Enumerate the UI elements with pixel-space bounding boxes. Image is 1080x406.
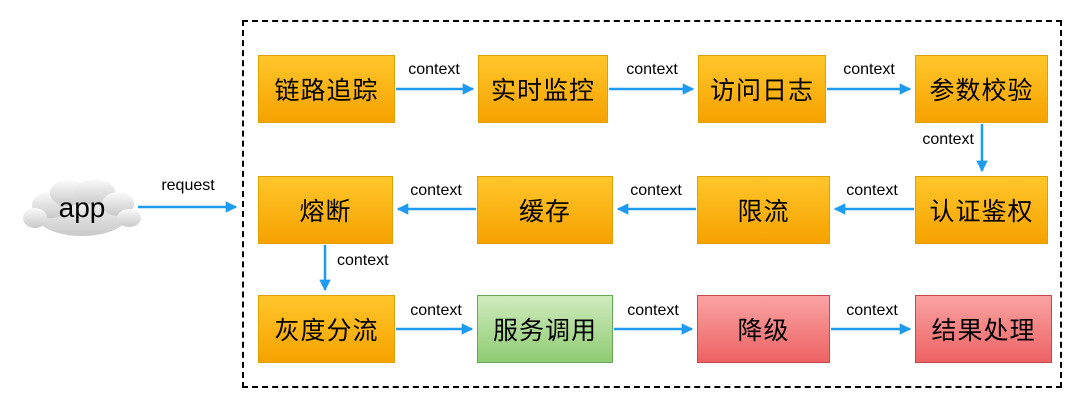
node-gray-release: 灰度分流 xyxy=(258,295,395,363)
node-rate-limit: 限流 xyxy=(697,176,830,244)
node-auth: 认证鉴权 xyxy=(915,176,1048,244)
edge-label-context-9: context xyxy=(410,302,462,319)
app-label: app xyxy=(58,192,106,223)
edge-label-context-10: context xyxy=(627,302,679,319)
edge-label-context-5: context xyxy=(846,182,898,199)
edge-label-context-2: context xyxy=(626,61,678,78)
node-service-call: 服务调用 xyxy=(477,295,613,363)
edge-label-request: request xyxy=(161,177,215,194)
edge-label-context-1: context xyxy=(408,61,460,78)
node-monitor: 实时监控 xyxy=(478,55,608,123)
edge-label-context-7: context xyxy=(410,182,462,199)
edge-label-context-11: context xyxy=(846,302,898,319)
node-circuit-break: 熔断 xyxy=(258,176,393,244)
node-param-check: 参数校验 xyxy=(915,55,1048,123)
app-cloud-node: app xyxy=(22,174,142,242)
edge-label-context-3: context xyxy=(843,61,895,78)
edge-label-context-8: context xyxy=(337,252,389,269)
node-degrade: 降级 xyxy=(697,295,830,363)
cloud-icon xyxy=(23,179,141,236)
node-cache: 缓存 xyxy=(477,176,613,244)
edge-label-context-4: context xyxy=(922,131,974,148)
node-trace: 链路追踪 xyxy=(258,55,395,123)
node-access-log: 访问日志 xyxy=(698,55,826,123)
node-result: 结果处理 xyxy=(915,295,1052,363)
edge-label-context-6: context xyxy=(630,182,682,199)
pipeline-boundary xyxy=(242,20,1062,388)
